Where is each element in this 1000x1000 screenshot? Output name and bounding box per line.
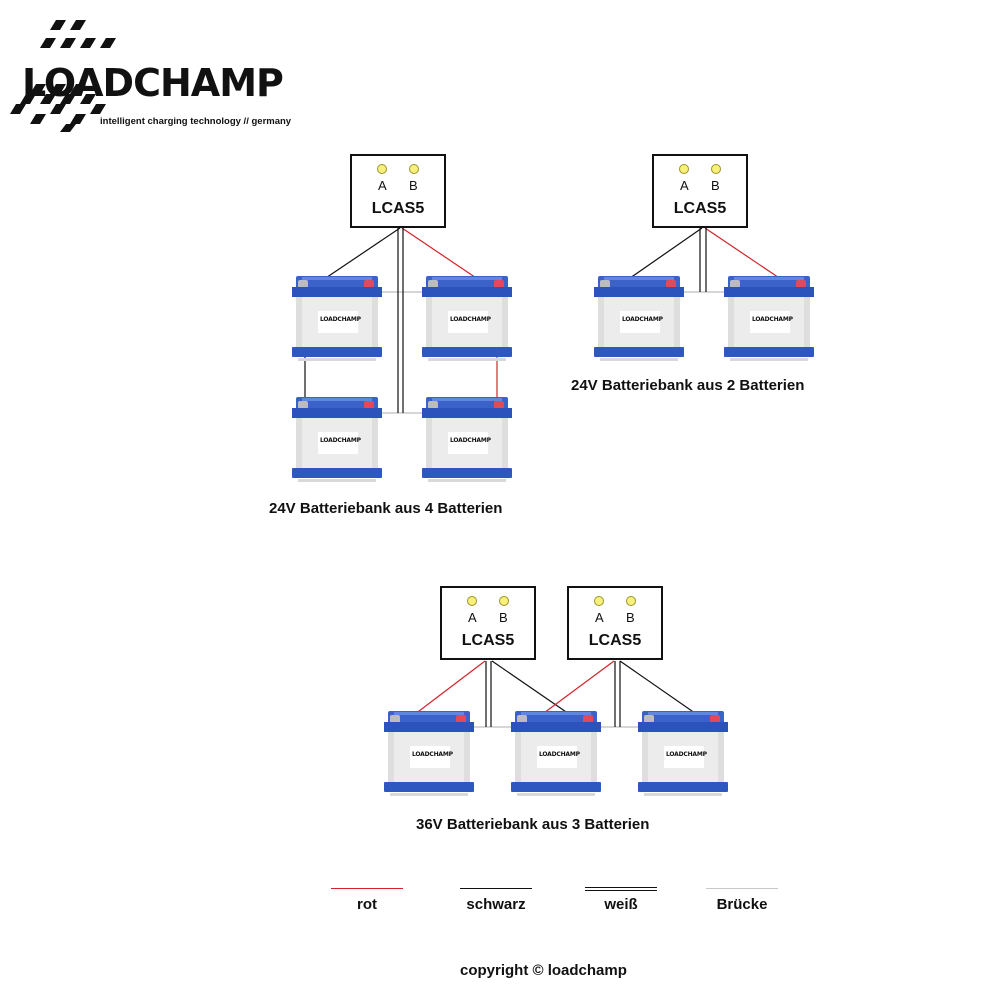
controller-name: LCAS5 xyxy=(371,200,425,217)
lcas5-controller: A B LCAS5 xyxy=(652,154,748,228)
battery-icon xyxy=(292,397,382,482)
battery-label: LOADCHAMP xyxy=(537,746,580,768)
battery-label-text: LOADCHAMP xyxy=(450,437,491,444)
legend-bridge-label: Brücke xyxy=(716,896,768,913)
caption-three-battery: 36V Batteriebank aus 3 Batterien xyxy=(416,816,650,833)
controller-name: LCAS5 xyxy=(673,200,727,217)
led-a-indicator xyxy=(377,164,387,174)
legend-black: schwarz xyxy=(460,888,532,918)
battery-icon xyxy=(384,711,474,796)
battery: LOADCHAMP xyxy=(422,274,512,362)
copyright-notice: copyright © loadchamp xyxy=(460,962,627,979)
led-b-indicator xyxy=(409,164,419,174)
legend-bridge: Brücke xyxy=(706,888,778,918)
battery-label: LOADCHAMP xyxy=(410,746,453,768)
checkered-flag-icon xyxy=(10,20,116,132)
led-b-label: B xyxy=(409,178,418,193)
brand-name: LOADCHAMP xyxy=(22,61,284,105)
battery: LOADCHAMP xyxy=(292,274,382,362)
battery-label: LOADCHAMP xyxy=(664,746,707,768)
led-a-label: A xyxy=(378,178,387,193)
battery-label-text: LOADCHAMP xyxy=(539,751,580,758)
controller-name: LCAS5 xyxy=(461,632,515,649)
caption-two-battery: 24V Batteriebank aus 2 Batterien xyxy=(571,377,805,394)
battery-label: LOADCHAMP xyxy=(448,432,491,454)
legend-bridge-swatch xyxy=(706,888,778,889)
led-a-indicator xyxy=(679,164,689,174)
led-b-indicator xyxy=(711,164,721,174)
battery-label: LOADCHAMP xyxy=(318,432,361,454)
led-b-label: B xyxy=(499,610,508,625)
led-b-indicator xyxy=(499,596,509,606)
controller-name: LCAS5 xyxy=(588,632,642,649)
battery-label: LOADCHAMP xyxy=(448,311,491,333)
brand-tagline: intelligent charging technology // germa… xyxy=(100,116,292,127)
lcas5-controller: A B LCAS5 xyxy=(350,154,446,228)
legend-white-label: weiß xyxy=(604,896,638,913)
lcas5-controller: A B LCAS5 xyxy=(567,586,663,660)
legend-red: rot xyxy=(331,888,403,918)
battery-label-text: LOADCHAMP xyxy=(666,751,707,758)
led-b-label: B xyxy=(711,178,720,193)
battery: LOADCHAMP xyxy=(422,395,512,483)
lcas5-controller: A B LCAS5 xyxy=(440,586,536,660)
battery-label-text: LOADCHAMP xyxy=(320,316,361,323)
caption-four-battery: 24V Batteriebank aus 4 Batterien xyxy=(269,500,503,517)
led-a-label: A xyxy=(680,178,689,193)
battery: LOADCHAMP xyxy=(384,709,474,797)
battery: LOADCHAMP xyxy=(511,709,601,797)
led-b-indicator xyxy=(626,596,636,606)
legend-black-swatch xyxy=(460,888,532,889)
battery: LOADCHAMP xyxy=(594,274,684,362)
battery: LOADCHAMP xyxy=(638,709,728,797)
battery-label-text: LOADCHAMP xyxy=(412,751,453,758)
led-b-label: B xyxy=(626,610,635,625)
battery-label-text: LOADCHAMP xyxy=(320,437,361,444)
battery: LOADCHAMP xyxy=(292,395,382,483)
legend-white: weiß xyxy=(585,887,657,917)
battery-label-text: LOADCHAMP xyxy=(752,316,793,323)
battery: LOADCHAMP xyxy=(724,274,814,362)
legend-red-label: rot xyxy=(357,896,377,913)
battery-icon xyxy=(292,276,382,361)
legend-red-swatch xyxy=(331,888,403,889)
led-a-indicator xyxy=(594,596,604,606)
battery-label: LOADCHAMP xyxy=(620,311,663,333)
battery-label-text: LOADCHAMP xyxy=(450,316,491,323)
led-a-label: A xyxy=(595,610,604,625)
battery-label: LOADCHAMP xyxy=(318,311,361,333)
led-a-indicator xyxy=(467,596,477,606)
led-a-label: A xyxy=(468,610,477,625)
battery-label-text: LOADCHAMP xyxy=(622,316,663,323)
legend-black-label: schwarz xyxy=(466,896,526,913)
legend-white-swatch xyxy=(585,887,657,891)
battery-label: LOADCHAMP xyxy=(750,311,793,333)
battery-icon xyxy=(724,276,814,361)
brand-logo: LOADCHAMP intelligent charging technolog… xyxy=(8,20,292,135)
